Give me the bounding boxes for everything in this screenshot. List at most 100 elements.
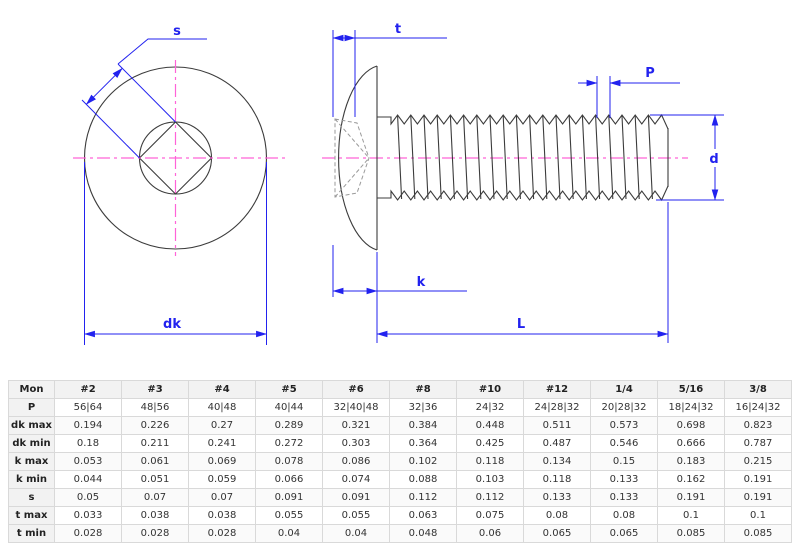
table-cell: 0.033 — [54, 506, 122, 525]
table-cell: 0.061 — [121, 452, 189, 471]
table-cell: 0.048 — [389, 524, 457, 543]
d-label: d — [709, 152, 718, 167]
table-cell: 0.573 — [590, 416, 658, 435]
thread-profile — [377, 113, 669, 202]
table-cell: 0.425 — [456, 434, 524, 453]
table-cell: 0.05 — [54, 488, 122, 507]
table-cell: 0.303 — [322, 434, 390, 453]
l-dimension: L — [376, 202, 669, 343]
table-cell: 0.059 — [188, 470, 256, 489]
column-header: #3 — [121, 380, 189, 399]
table-cell: 0.086 — [322, 452, 390, 471]
table-cell: 40|48 — [188, 398, 256, 417]
row-header: t max — [8, 506, 55, 525]
table-cell: 0.102 — [389, 452, 457, 471]
table-cell: 0.364 — [389, 434, 457, 453]
table-cell: 0.511 — [523, 416, 591, 435]
s-dimension: s — [81, 24, 207, 159]
thread-crest-top — [377, 113, 669, 130]
column-header: #4 — [188, 380, 256, 399]
table-cell: 0.1 — [724, 506, 792, 525]
table-cell: 0.787 — [724, 434, 792, 453]
table-cell: 0.289 — [255, 416, 323, 435]
k-dimension: k — [332, 245, 467, 343]
table-cell: 0.823 — [724, 416, 792, 435]
table-cell: 0.04 — [255, 524, 323, 543]
table-cell: 0.666 — [657, 434, 725, 453]
table-cell: 0.194 — [54, 416, 122, 435]
table-cell: 0.069 — [188, 452, 256, 471]
table-cell: 0.07 — [188, 488, 256, 507]
side-view: t P d k — [322, 22, 724, 343]
square-drive-outline — [138, 121, 213, 195]
button-head-profile — [338, 65, 378, 251]
table-cell: 0.384 — [389, 416, 457, 435]
bolt-drawing: s d k t — [73, 22, 724, 345]
column-header: #2 — [54, 380, 122, 399]
table-cell: 0.078 — [255, 452, 323, 471]
table-cell: 0.191 — [724, 470, 792, 489]
table-cell: 48|56 — [121, 398, 189, 417]
row-header: dk min — [8, 434, 55, 453]
table-cell: 0.133 — [590, 470, 658, 489]
table-cell: 40|44 — [255, 398, 323, 417]
d-dimension: d — [650, 114, 724, 201]
table-cell: 0.134 — [523, 452, 591, 471]
table-cell: 0.211 — [121, 434, 189, 453]
table-cell: 0.063 — [389, 506, 457, 525]
table-cell: 0.028 — [121, 524, 189, 543]
table-cell: 0.1 — [657, 506, 725, 525]
table-cell: 0.028 — [54, 524, 122, 543]
s-leader-line — [117, 38, 207, 65]
table-cell: 0.07 — [121, 488, 189, 507]
table-cell: 0.162 — [657, 470, 725, 489]
row-header: P — [8, 398, 55, 417]
table-cell: 0.065 — [590, 524, 658, 543]
table-cell: 0.053 — [54, 452, 122, 471]
column-header: 5/16 — [657, 380, 725, 399]
t-dimension: t — [332, 22, 447, 117]
column-header: 3/8 — [724, 380, 792, 399]
table-cell: 0.091 — [322, 488, 390, 507]
table-cell: 0.226 — [121, 416, 189, 435]
table-cell: 0.27 — [188, 416, 256, 435]
s-label: s — [173, 24, 181, 39]
table-cell: 0.18 — [54, 434, 122, 453]
table-cell: 0.215 — [724, 452, 792, 471]
row-header: k max — [8, 452, 55, 471]
table-cell: 0.448 — [456, 416, 524, 435]
table-cell: 0.044 — [54, 470, 122, 489]
table-cell: 0.055 — [322, 506, 390, 525]
row-header: dk max — [8, 416, 55, 435]
table-cell: 0.183 — [657, 452, 725, 471]
table-cell: 0.191 — [657, 488, 725, 507]
table-cell: 0.321 — [322, 416, 390, 435]
table-cell: 0.08 — [523, 506, 591, 525]
table-cell: 0.487 — [523, 434, 591, 453]
table-cell: 0.698 — [657, 416, 725, 435]
table-cell: 56|64 — [54, 398, 122, 417]
table-cell: 0.085 — [724, 524, 792, 543]
table-cell: 0.15 — [590, 452, 658, 471]
table-cell: 0.065 — [523, 524, 591, 543]
column-header: 1/4 — [590, 380, 658, 399]
table-cell: 18|24|32 — [657, 398, 725, 417]
table-cell: 20|28|32 — [590, 398, 658, 417]
table-cell: 0.103 — [456, 470, 524, 489]
table-cell: 0.133 — [590, 488, 658, 507]
table-cell: 24|32 — [456, 398, 524, 417]
table-cell: 0.191 — [724, 488, 792, 507]
table-cell: 0.074 — [322, 470, 390, 489]
s-dimension-line — [85, 67, 123, 105]
table-cell: 0.028 — [188, 524, 256, 543]
thread-flanks — [397, 115, 669, 200]
